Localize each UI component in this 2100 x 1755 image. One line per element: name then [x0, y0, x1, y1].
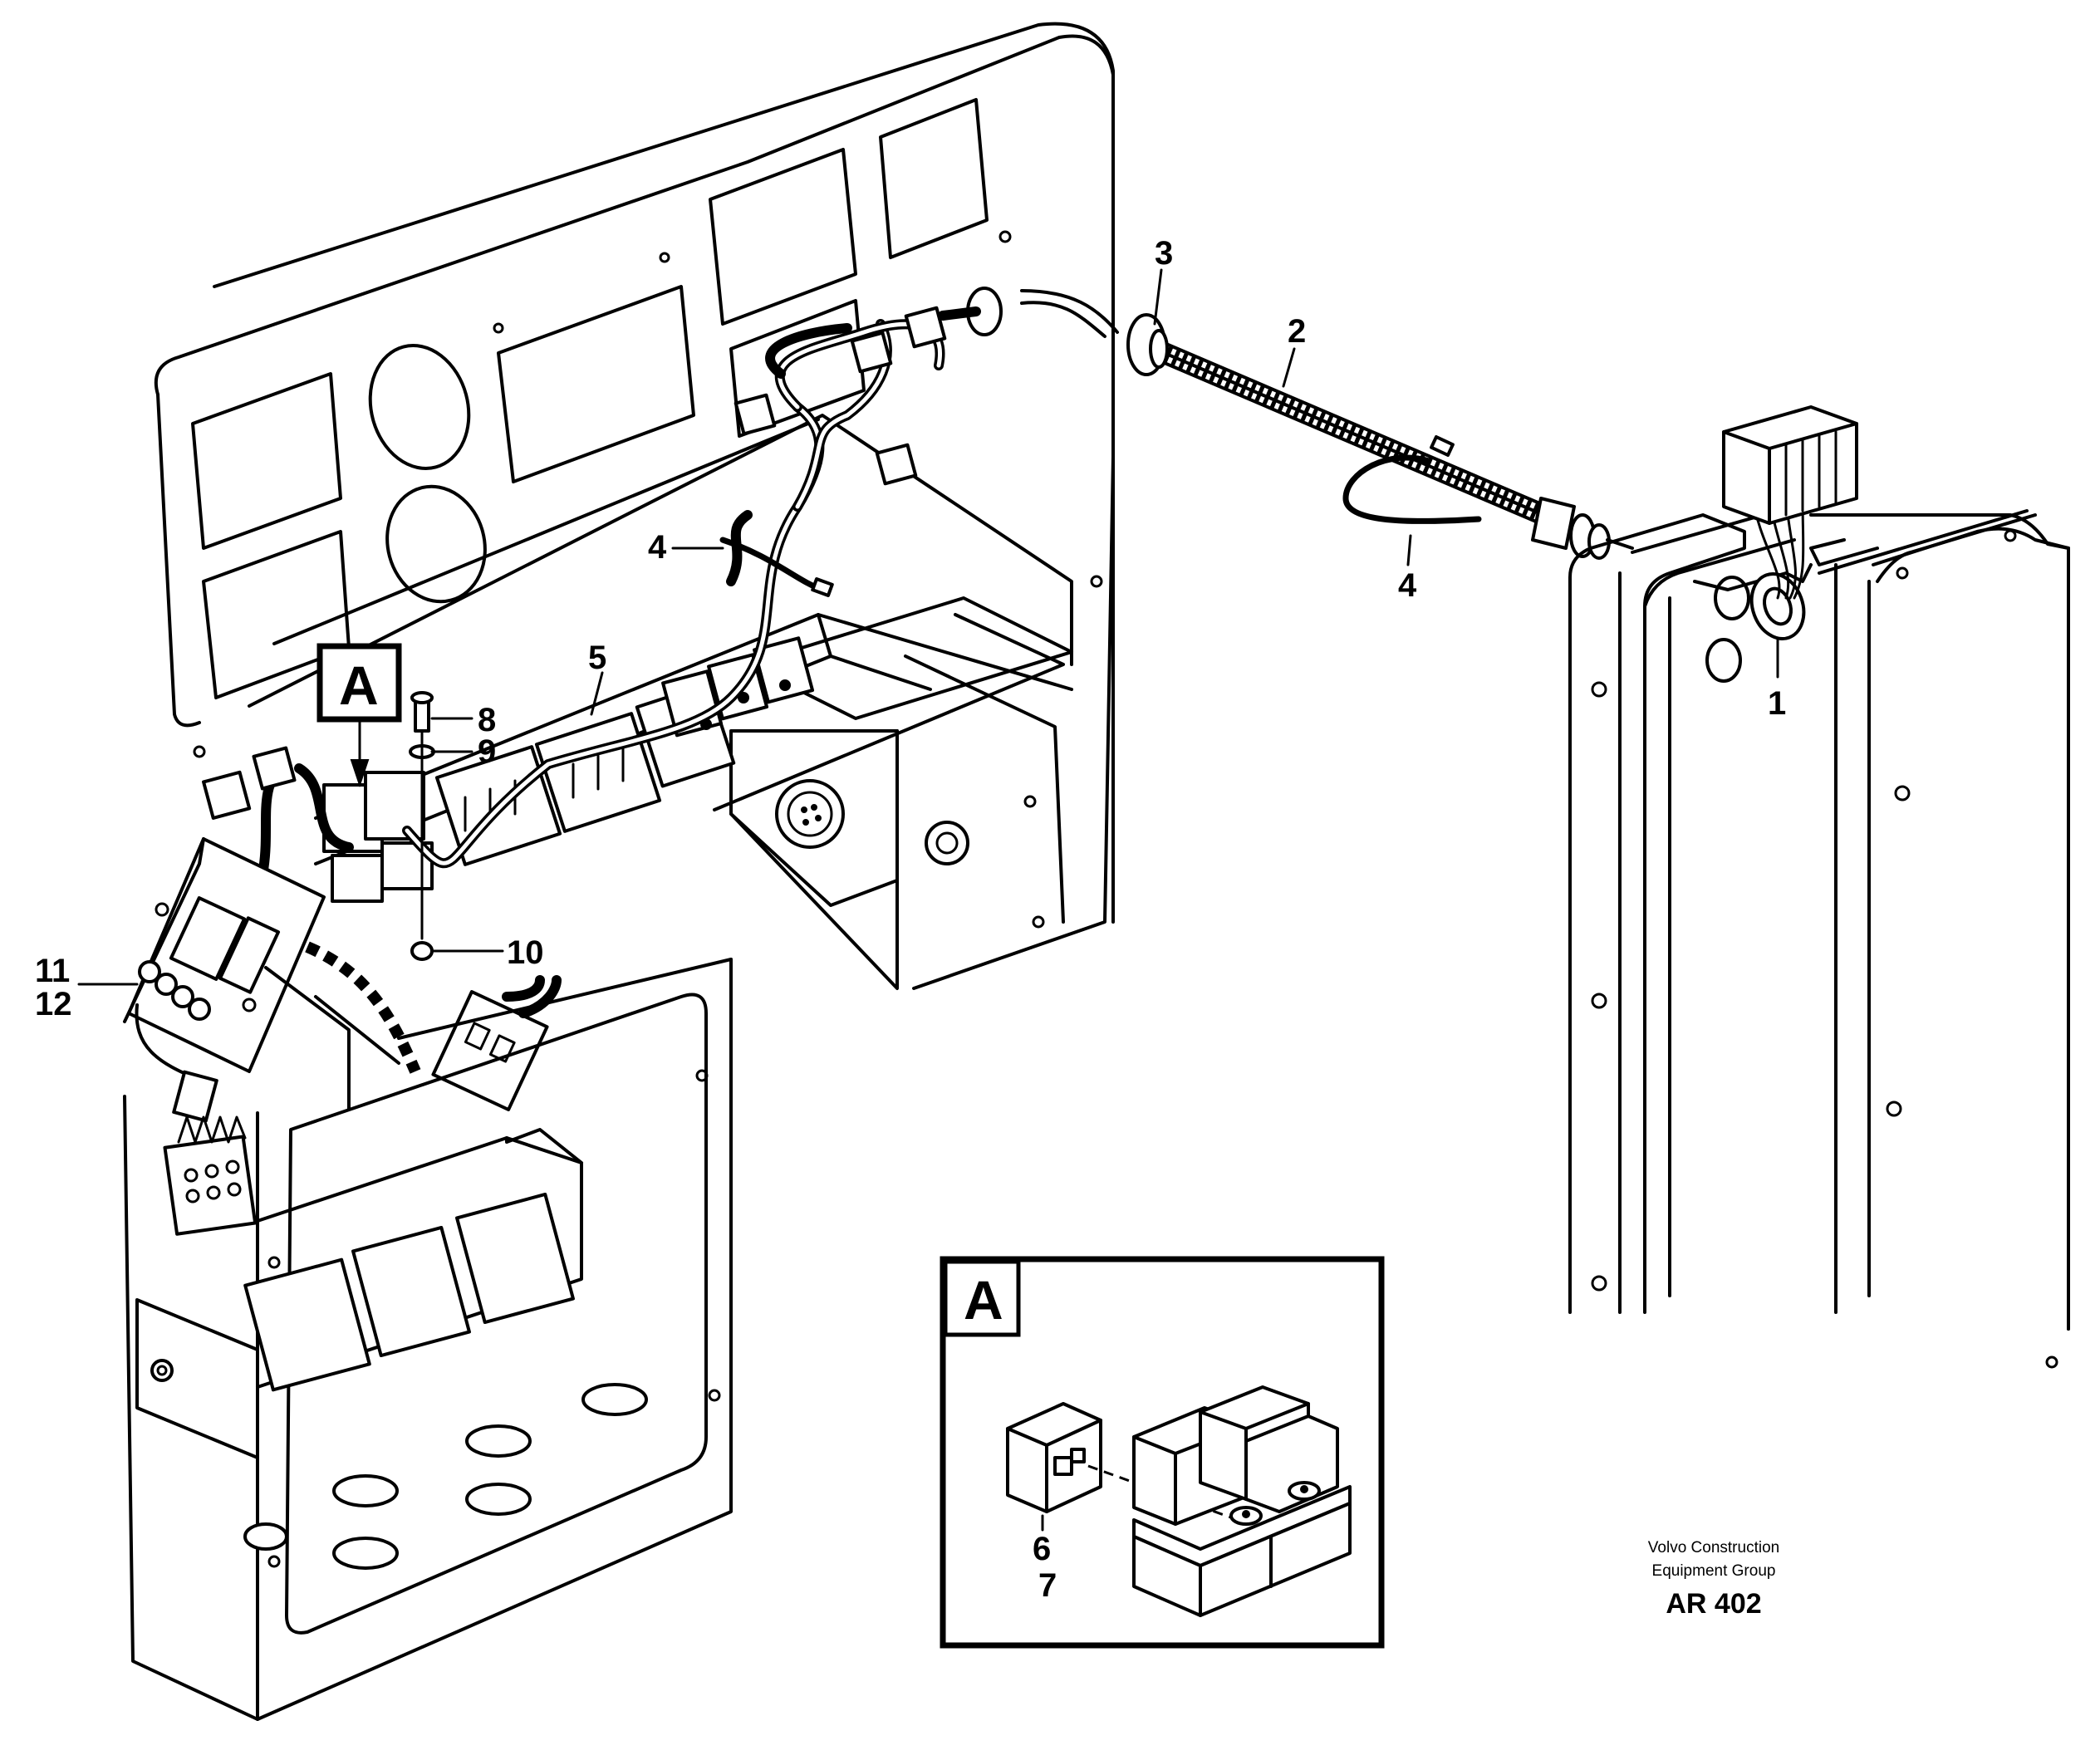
fuse-holders	[138, 960, 211, 1021]
fuse-bracket	[123, 837, 562, 1236]
cable-harness-5	[202, 287, 1119, 919]
callout-11: 11	[35, 953, 70, 989]
brand-line-2: Equipment Group	[1652, 1562, 1776, 1580]
cable-tie-4-conduit	[1342, 435, 1482, 524]
callout-4-conduit: 4	[1398, 567, 1417, 604]
screw-washer-nut	[409, 691, 435, 961]
callout-8: 8	[478, 702, 496, 738]
callout-10: 10	[507, 934, 544, 971]
callout-3: 3	[1155, 235, 1173, 272]
callout-9: 9	[478, 733, 496, 770]
detail-marker-letter: A	[339, 654, 379, 716]
callout-7: 7	[1038, 1567, 1057, 1604]
detail-box-letter: A	[964, 1269, 1003, 1331]
leader-lines	[77, 268, 1779, 986]
callout-6: 6	[1033, 1531, 1051, 1567]
cab-pillar	[1568, 509, 2070, 1369]
grommet-1	[1722, 405, 1858, 640]
callout-12: 12	[35, 986, 72, 1022]
callout-4-panel: 4	[648, 529, 667, 566]
detail-view-a	[940, 1256, 1385, 1649]
lower-cabinet	[123, 958, 733, 1721]
brand-line-1: Volvo Construction	[1648, 1539, 1779, 1556]
conduit-2	[1126, 313, 1634, 560]
cable-tie-4-panel	[719, 510, 834, 597]
callout-2: 2	[1288, 313, 1306, 350]
drawing-code: AR 402	[1666, 1588, 1761, 1620]
dashboard-panel	[154, 22, 1115, 990]
callout-5: 5	[588, 640, 606, 676]
callout-1: 1	[1768, 685, 1786, 722]
detail-marker-a	[316, 643, 402, 788]
